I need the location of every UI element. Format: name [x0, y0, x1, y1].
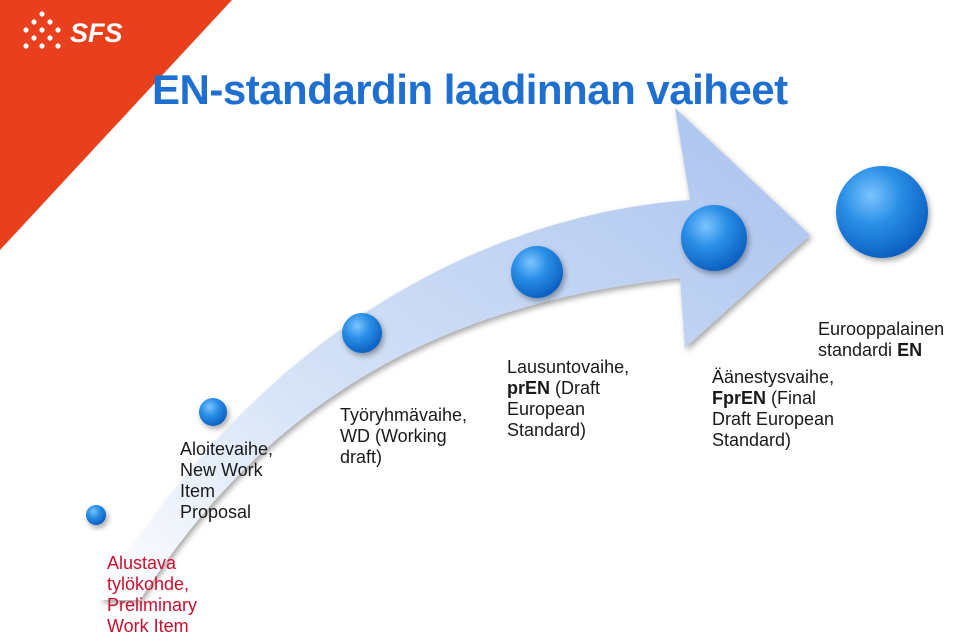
stage-node [836, 166, 928, 258]
stage-label-preliminary: Alustava tylökohde, Preliminary Work Ite… [107, 553, 198, 636]
stage-label-formal-vote: Äänestysvaihe, FprEN (Final Draft Europe… [712, 367, 835, 450]
stage-node [511, 246, 563, 298]
stage-node [342, 313, 382, 353]
stage-label-european-standard: Eurooppalainen standardi EN [818, 319, 945, 360]
stage-label-proposal: Aloitevaihe, New Work Item Proposal [180, 439, 274, 522]
stage-label-enquiry: Lausuntovaihe, prEN (Draft European Stan… [507, 357, 630, 440]
brand-logo: SFS [70, 18, 123, 48]
stage-label-working-draft: Työryhmävaihe, WD (Working draft) [340, 405, 468, 467]
stage-node [681, 205, 747, 271]
brand-corner [0, 0, 232, 250]
stage-node [199, 398, 227, 426]
stage-node [86, 505, 106, 525]
dot-diamond-icon [23, 11, 61, 49]
page-title: EN-standardin laadinnan vaiheet [152, 66, 788, 113]
progress-arrow [100, 108, 810, 600]
